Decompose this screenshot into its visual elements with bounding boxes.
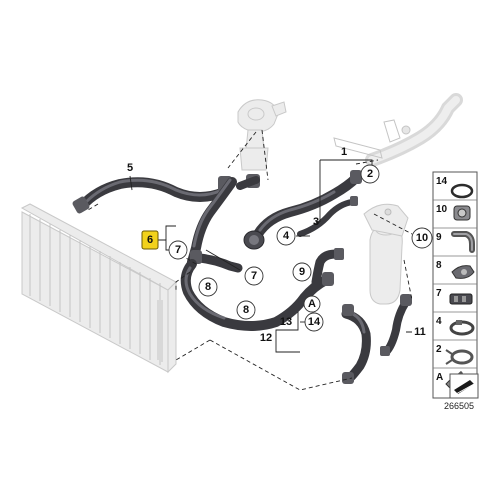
- quick-connector-icon: [449, 293, 473, 305]
- coolant-pipe: [333, 93, 463, 167]
- legend-label-14: 14: [436, 176, 448, 187]
- callout-3-text: 3: [313, 216, 319, 228]
- callout-7b-text: 7: [251, 270, 257, 282]
- legend-label-4: 4: [436, 316, 442, 327]
- legend-item-10: 10: [433, 204, 477, 229]
- legend-item-4: 4: [433, 316, 477, 341]
- radiator: [20, 203, 177, 374]
- callout-4-text: 4: [283, 230, 290, 242]
- legend-label-7: 7: [436, 288, 442, 299]
- legend-label-8: 8: [436, 260, 442, 271]
- callout-A: A: [303, 295, 321, 313]
- hose-1: [253, 170, 362, 239]
- hose-clamp-icon: [449, 320, 475, 336]
- clamp-connector-icon: [453, 205, 471, 221]
- legend-label-10: 10: [436, 204, 448, 215]
- callout-12: 12: [260, 332, 272, 344]
- callout-10-text: 10: [416, 232, 428, 244]
- callout-5: 5: [127, 162, 133, 174]
- dashed-leaders: [87, 129, 413, 391]
- callout-8b-text: 8: [243, 304, 249, 316]
- callout-14: 14: [304, 312, 324, 332]
- callout-9-text: 9: [299, 266, 305, 278]
- callout-2-text: 2: [367, 168, 373, 180]
- callout-13: 13: [280, 316, 292, 328]
- callout-7a: 7: [168, 240, 188, 260]
- expansion-tank: [363, 203, 409, 305]
- callout-11-text: 11: [414, 326, 426, 338]
- hose-3: [297, 196, 358, 237]
- callout-3: 3: [313, 216, 319, 228]
- legend-item-9: 9: [433, 231, 477, 257]
- callout-1-text: 1: [341, 146, 347, 158]
- hose-9: [311, 248, 344, 287]
- callout-9: 9: [292, 262, 312, 282]
- spring-clamp-icon: [445, 349, 474, 365]
- callout-6-text: 6: [147, 234, 153, 246]
- hose-7-short: [190, 250, 243, 273]
- legend-item-8: 8: [433, 260, 477, 285]
- legend-label-9: 9: [436, 232, 442, 243]
- legend-label-2: 2: [436, 344, 442, 355]
- callout-8a: 8: [198, 277, 218, 297]
- parts-legend: 14 10 9 8: [432, 171, 478, 399]
- callout-2: 2: [360, 164, 380, 184]
- hose-12: [341, 304, 371, 384]
- callout-6: 6: [141, 230, 159, 250]
- callout-11: 11: [414, 326, 426, 338]
- reference-number: 266505: [444, 401, 474, 411]
- callout-8b: 8: [236, 300, 256, 320]
- hose-connector-4: [243, 230, 265, 250]
- legend-item-14: 14: [433, 176, 477, 201]
- callout-14-text: 14: [308, 316, 321, 328]
- hose-11: [380, 294, 412, 356]
- hose-6: [187, 174, 260, 267]
- hose-connector-icon: [451, 265, 475, 279]
- callout-1: 1: [341, 146, 347, 158]
- hose-8: [180, 259, 334, 331]
- elbow-connector-icon: [451, 231, 475, 253]
- thermostat-housing: [237, 99, 287, 171]
- callout-A-text: A: [308, 298, 316, 310]
- callout-8a-text: 8: [205, 281, 211, 293]
- o-ring-icon: [450, 183, 474, 199]
- callout-5-text: 5: [127, 162, 133, 174]
- callout-7a-text: 7: [175, 244, 181, 256]
- callout-4: 4: [276, 226, 296, 246]
- legend-item-7: 7: [433, 288, 477, 313]
- callout-13-text: 13: [280, 316, 292, 328]
- radiator-fins: [29, 214, 161, 365]
- legend-label-A: A: [436, 372, 443, 383]
- reference-arrow-box: [449, 373, 479, 399]
- callout-7b: 7: [244, 266, 264, 286]
- callout-10: 10: [411, 227, 433, 249]
- legend-item-2: 2: [433, 344, 477, 369]
- callout-12-text: 12: [260, 332, 272, 344]
